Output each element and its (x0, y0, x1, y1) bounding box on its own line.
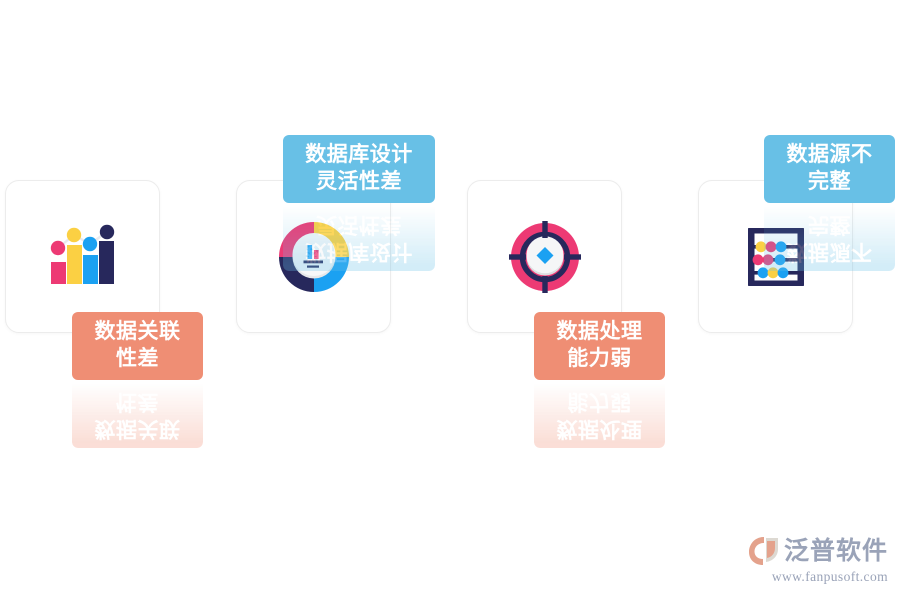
brand-logo: 泛普软件 www.fanpusoft.com (748, 534, 888, 590)
target-compass-icon (506, 218, 584, 296)
badge-line-2a: 数据库设计 (305, 143, 413, 167)
badge-reflection-3: 数据处理能力弱 (534, 380, 665, 448)
feature-card-3 (467, 180, 622, 333)
fanpu-logo-mark-icon (748, 535, 782, 567)
bar-chart-trend-icon (44, 218, 122, 296)
donut-chart-icon (275, 218, 353, 296)
badge-line-3a: 数据处理 (556, 320, 643, 344)
logo-brand-name: 泛普软件 (784, 536, 889, 565)
badge-reflection-text-3: 数据处理能力弱 (556, 390, 643, 440)
badge-label-3: 数据处理 能力弱 (557, 319, 643, 373)
badge-line-4a: 数据源不 (786, 143, 873, 167)
feature-card-1 (5, 180, 160, 333)
feature-card-4 (698, 180, 853, 333)
logo-website-url: www.fanpusoft.com (771, 569, 888, 584)
badge-line-4b: 完整 (808, 170, 851, 193)
badge-reflection-1: 数据关联性差 (72, 380, 203, 448)
badge-line-1a: 数据关联 (94, 320, 181, 344)
badge-data-correlation[interactable]: 数据关联 性差 (72, 312, 203, 380)
badge-line-2b: 灵活性差 (316, 170, 402, 193)
badge-line-1b: 性差 (116, 347, 159, 370)
badge-data-source[interactable]: 数据源不 完整 (764, 135, 895, 203)
badge-label-1: 数据关联 性差 (95, 319, 181, 373)
badge-data-processing[interactable]: 数据处理 能力弱 (534, 312, 665, 380)
logo-row: 泛普软件 (748, 534, 888, 568)
badge-database-design[interactable]: 数据库设计 灵活性差 (283, 135, 435, 203)
badge-line-3b: 能力弱 (567, 347, 632, 370)
badge-reflection-text-1: 数据关联性差 (94, 390, 181, 440)
feature-card-2 (236, 180, 391, 333)
abacus-icon (737, 218, 815, 296)
badge-label-2: 数据库设计 灵活性差 (305, 142, 413, 196)
badge-label-4: 数据源不 完整 (787, 142, 873, 196)
